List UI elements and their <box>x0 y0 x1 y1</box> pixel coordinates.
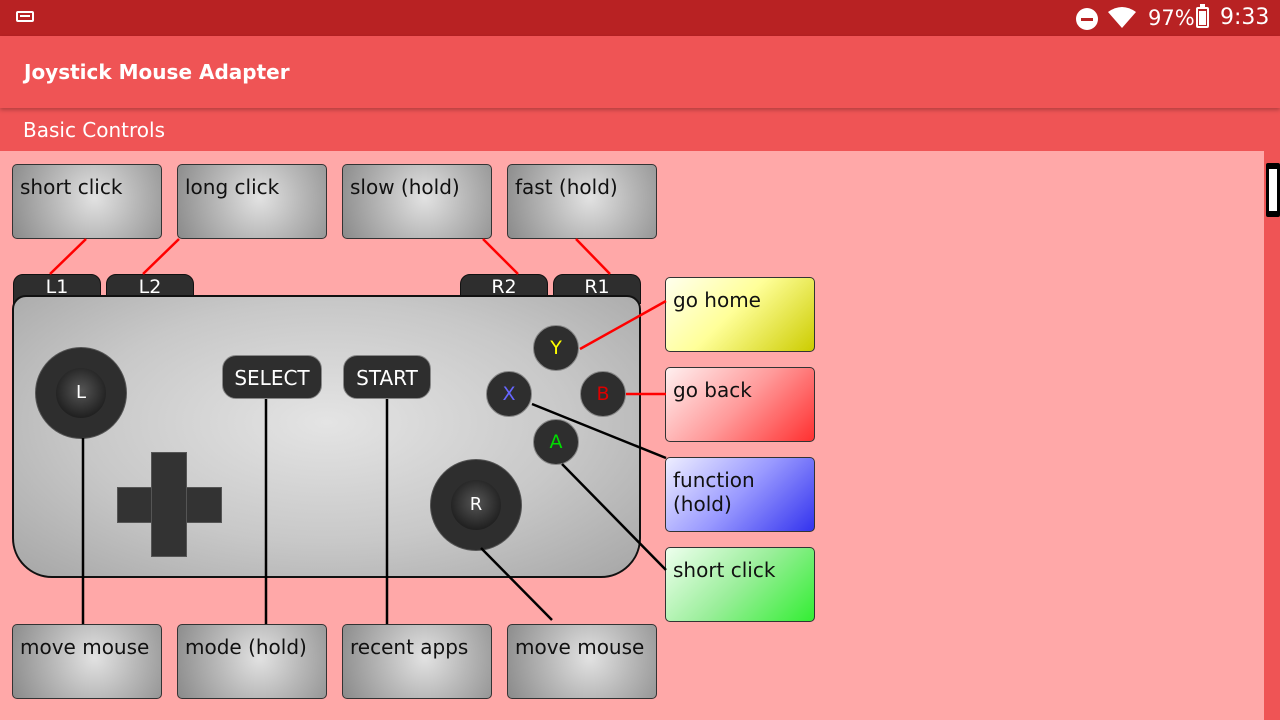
action-mode-hold: mode (hold) <box>177 624 327 699</box>
action-short-click-l1: short click <box>12 164 162 239</box>
action-label: go home <box>673 288 761 312</box>
select-button: SELECT <box>222 355 322 399</box>
face-button-b: B <box>580 371 626 417</box>
action-label: long click <box>185 175 280 199</box>
action-short-click-a: short click <box>665 547 815 622</box>
screen-icon <box>16 11 34 22</box>
action-label: mode (hold) <box>185 635 307 659</box>
action-label: short click <box>20 175 123 199</box>
status-bar: 97% 9:33 <box>0 0 1280 36</box>
connector-r2 <box>482 238 519 275</box>
action-slow-r2: slow (hold) <box>342 164 492 239</box>
connector-l1 <box>49 238 87 275</box>
clock: 9:33 <box>1220 5 1270 30</box>
app-bar: Joystick Mouse Adapter <box>0 36 1280 108</box>
start-button: START <box>343 355 431 399</box>
action-move-mouse-left: move mouse <box>12 624 162 699</box>
action-recent-apps: recent apps <box>342 624 492 699</box>
action-long-click-l2: long click <box>177 164 327 239</box>
left-stick: L <box>36 348 126 438</box>
action-label: slow (hold) <box>350 175 460 199</box>
connector-r1 <box>575 238 611 275</box>
action-label: recent apps <box>350 635 469 659</box>
action-label: short click <box>673 558 776 582</box>
face-button-y: Y <box>533 325 579 371</box>
battery-percentage: 97% <box>1148 6 1195 30</box>
do-not-disturb-icon <box>1076 8 1098 30</box>
section-header: Basic Controls <box>0 108 1280 151</box>
action-label: go back <box>673 378 752 402</box>
dpad-vertical <box>151 452 187 557</box>
app-title: Joystick Mouse Adapter <box>24 60 290 84</box>
right-stick-label: R <box>451 480 501 530</box>
action-fast-r1: fast (hold) <box>507 164 657 239</box>
action-function-hold: function (hold) <box>665 457 815 532</box>
face-button-a: A <box>533 419 579 465</box>
action-go-back: go back <box>665 367 815 442</box>
left-stick-label: L <box>56 368 106 418</box>
scrollbar-thumb[interactable] <box>1266 163 1280 217</box>
battery-charging-icon <box>1196 4 1209 28</box>
action-label: move mouse <box>515 635 645 659</box>
section-title: Basic Controls <box>23 118 166 142</box>
wifi-icon <box>1108 7 1136 28</box>
connector-l2 <box>142 238 180 275</box>
action-label: move mouse <box>20 635 150 659</box>
scrollbar-track[interactable] <box>1264 151 1280 720</box>
face-button-x: X <box>486 371 532 417</box>
action-go-home: go home <box>665 277 815 352</box>
action-move-mouse-right: move mouse <box>507 624 657 699</box>
action-label: function (hold) <box>673 468 755 516</box>
action-label: fast (hold) <box>515 175 618 199</box>
right-stick: R <box>431 460 521 550</box>
